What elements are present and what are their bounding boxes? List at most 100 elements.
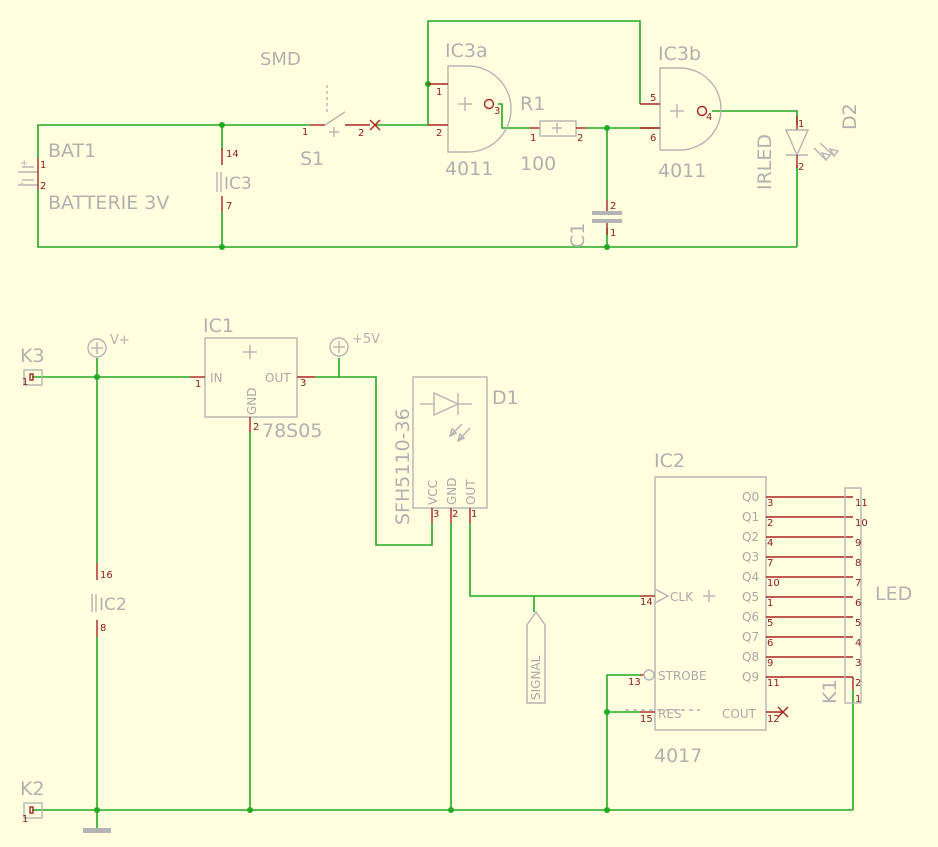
resistor-r1[interactable]: R1 100 1 2 (520, 93, 586, 175)
k2-name: K2 (20, 778, 45, 800)
k1-pin2: 2 (855, 678, 861, 689)
top-wires (37, 20, 798, 250)
ic2-clk-pin: 14 (640, 597, 653, 608)
ic3a-value: 4011 (445, 158, 493, 180)
ic2-q9-pin: 11 (767, 678, 780, 689)
ir-led-d2[interactable]: D2 IRLED 1 2 (754, 103, 861, 190)
k1-pin8: 8 (855, 558, 861, 569)
ic3-power-symbol[interactable]: IC3 14 7 (216, 148, 252, 212)
ic2-q2-pin: 4 (767, 538, 773, 549)
d2-pin2: 2 (798, 162, 804, 173)
connector-k2[interactable]: K2 1 (20, 778, 45, 825)
k1-pin10: 10 (855, 518, 868, 529)
k1-pin7: 7 (855, 578, 861, 589)
svg-text:-: - (20, 178, 24, 189)
smd-label: SMD (260, 49, 301, 70)
ic1-value: 78S05 (262, 420, 322, 442)
ic2-clk: CLK (670, 590, 694, 604)
bat1-name: BAT1 (48, 140, 96, 162)
d1-pin-vcc: VCC (426, 480, 440, 505)
battery-bat1[interactable]: BAT1 BATTERIE 3V 1 2 + - (18, 140, 169, 214)
ic2-cout-pin: 12 (767, 714, 780, 725)
ic2-q4-pin: 10 (767, 578, 780, 589)
bat1-pin1: 1 (40, 160, 46, 171)
d1-name: D1 (492, 387, 519, 409)
k2-pin1: 1 (22, 814, 28, 825)
ic2-name: IC2 (654, 450, 685, 472)
k1-pin5: 5 (855, 618, 861, 629)
ic2-q3-pin: 7 (767, 558, 773, 569)
ic3b-pin5: 5 (650, 93, 656, 104)
d2-pin1: 1 (798, 119, 804, 130)
r1-name: R1 (520, 93, 545, 115)
bottom-wires (32, 358, 854, 828)
ir-receiver-d1[interactable]: D1 SFH5110-36 VCC GND OUT 3 2 1 (392, 376, 519, 525)
c1-pin1: 1 (610, 228, 616, 239)
ic3-pin7: 7 (226, 201, 232, 212)
ic2-q1: Q1 (742, 510, 759, 524)
signal-testpoint[interactable]: SIGNAL (526, 610, 546, 704)
d2-value: IRLED (754, 134, 776, 190)
gate-ic3b[interactable]: IC3b 4011 5 6 4 (640, 43, 722, 182)
ic1-pin3: 3 (300, 378, 306, 389)
ic3b-pin4: 4 (706, 112, 712, 123)
ic2-pin8: 8 (100, 623, 106, 634)
ic2-q9: Q9 (742, 670, 759, 684)
ic2-power-name: IC2 (99, 595, 127, 615)
ic2-q1-pin: 2 (767, 518, 773, 529)
d2-name: D2 (839, 103, 861, 130)
ic2-strobe: STROBE (658, 669, 707, 683)
ic2-q5: Q5 (742, 590, 759, 604)
d1-pin3: 3 (433, 509, 439, 520)
capacitor-c1[interactable]: C1 2 1 (567, 200, 622, 248)
s1-name: S1 (300, 148, 324, 170)
ic1-pin-out: OUT (265, 371, 291, 385)
bat1-pin2: 2 (40, 181, 46, 192)
k3-name: K3 (20, 345, 45, 367)
ic2-power-symbol[interactable]: IC2 16 8 (91, 563, 127, 637)
ic1-pin2: 2 (253, 422, 259, 433)
counter-ic2[interactable]: IC2 4017 Q0 Q1 Q2 Q3 Q4 Q5 Q6 Q7 Q8 Q9 3… (625, 450, 853, 767)
vplus-label: V+ (110, 333, 130, 348)
k1-pin6: 6 (855, 598, 861, 609)
ground-icon (83, 828, 111, 833)
ic3-pin14: 14 (226, 149, 239, 160)
k1-pin1: 1 (855, 694, 861, 705)
ic2-q3: Q3 (742, 550, 759, 564)
ic3b-pin6: 6 (650, 133, 656, 144)
ic2-q2: Q2 (742, 530, 759, 544)
switch-s1[interactable]: S1 1 2 (300, 85, 381, 170)
svg-text:+: + (20, 158, 28, 169)
ic2-q6: Q6 (742, 610, 759, 624)
plus5v-supply-icon: +5V (329, 332, 380, 357)
connector-k3[interactable]: K3 1 (20, 345, 45, 388)
ic2-res-pin: 15 (640, 714, 653, 725)
r1-value: 100 (520, 153, 556, 175)
r1-pin1: 1 (530, 133, 536, 144)
s1-pin1: 1 (302, 127, 308, 138)
ic2-cout: COUT (722, 707, 757, 721)
ic2-q0-pin: 3 (767, 498, 773, 509)
ic2-strobe-pin: 13 (628, 677, 641, 688)
d1-pin-gnd: GND (445, 477, 459, 505)
signal-label: SIGNAL (529, 655, 543, 700)
ic2-q8-pin: 9 (767, 658, 773, 669)
ic3b-value: 4011 (658, 160, 706, 182)
ic3a-name: IC3a (445, 40, 488, 62)
ic1-name: IC1 (203, 315, 234, 337)
regulator-ic1[interactable]: IC1 78S05 IN OUT GND 1 3 2 (190, 315, 322, 442)
d1-pin1: 1 (471, 509, 477, 520)
ic1-pin1: 1 (195, 379, 201, 390)
c1-name: C1 (567, 223, 589, 248)
ic2-q0: Q0 (742, 490, 759, 504)
gate-ic3a[interactable]: IC3a 4011 1 2 3 (428, 40, 512, 180)
ic2-q6-pin: 5 (767, 618, 773, 629)
connector-k1[interactable]: LED K1 11 10 9 8 7 6 5 4 3 2 1 (819, 487, 912, 705)
ic3b-name: IC3b (658, 43, 701, 65)
d1-pin-out: OUT (464, 479, 478, 505)
k1-name: K1 (819, 679, 841, 704)
r1-pin2: 2 (577, 133, 583, 144)
k3-pin1: 1 (22, 377, 28, 388)
ic2-value: 4017 (654, 745, 702, 767)
